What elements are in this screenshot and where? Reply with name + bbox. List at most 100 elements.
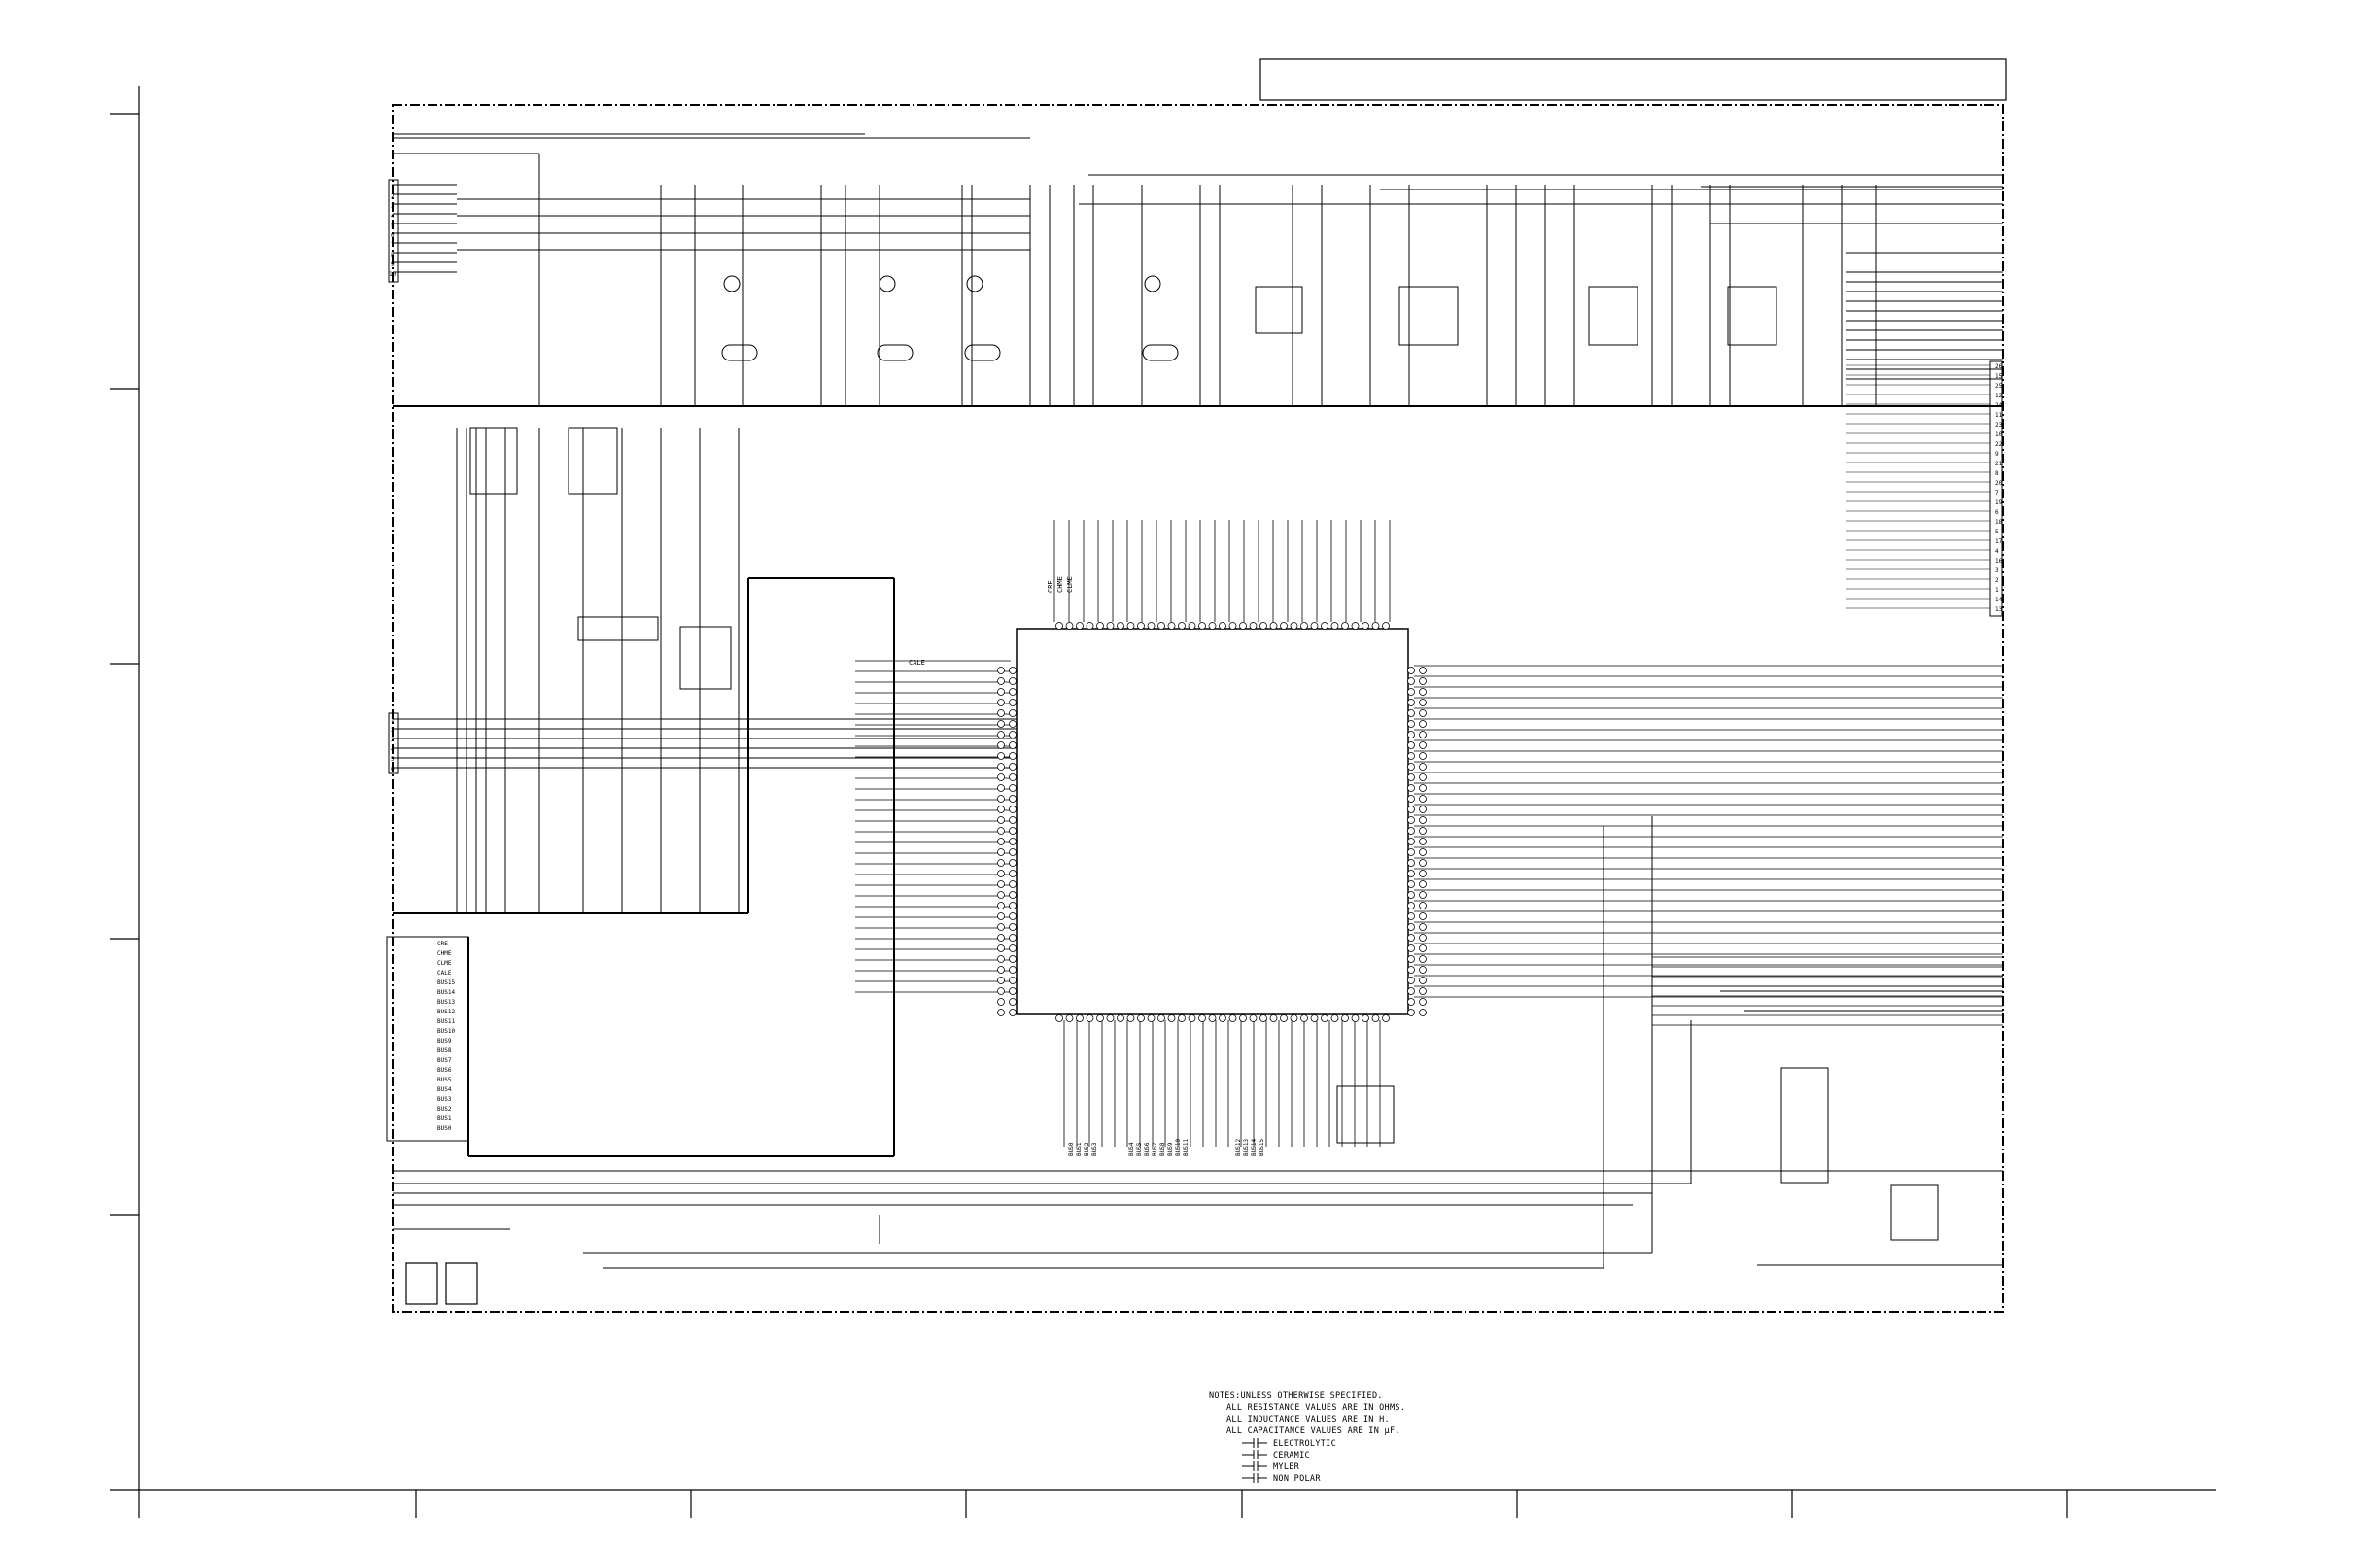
- ic-pin: [997, 677, 1005, 685]
- ic-pin: [1009, 806, 1017, 813]
- ic-pin: [1055, 1014, 1063, 1022]
- ic-pin: [997, 966, 1005, 974]
- ic-bus-label-8: BUS8: [1159, 1142, 1166, 1156]
- ic-pin: [997, 827, 1005, 835]
- ic-bus-label-9: BUS9: [1167, 1142, 1174, 1156]
- ic-pin: [1009, 731, 1017, 738]
- ic-pin: [1407, 934, 1415, 942]
- ic-bus-label-10: BUS10: [1175, 1139, 1182, 1156]
- bus-left-label-19: BUS0: [437, 1125, 452, 1132]
- bus-left-label-12: BUS7: [437, 1057, 452, 1064]
- ic-pin: [1188, 622, 1196, 630]
- ic-pin: [1341, 622, 1349, 630]
- ic-pin: [1407, 998, 1415, 1006]
- ic-pin: [1208, 622, 1217, 630]
- conn-right-pin-24: 14: [1995, 597, 2003, 603]
- ic-pin: [997, 667, 1005, 674]
- legend-myler: MYLER: [1273, 1462, 1300, 1472]
- wiring: [393, 133, 2003, 1269]
- conn-top-pin-1: 1: [391, 184, 395, 190]
- conn-right-pin-7: 10: [1995, 431, 2003, 438]
- ic-pin: [1407, 763, 1415, 771]
- conn-right-pin-12: 20: [1995, 480, 2003, 487]
- bus-connector-left: [386, 936, 469, 1142]
- ic-pin: [1137, 1014, 1145, 1022]
- ic-pin: [1009, 838, 1017, 845]
- legend-ceramic: CERAMIC: [1273, 1451, 1310, 1460]
- ic-pin: [1009, 891, 1017, 899]
- ic-pin: [1407, 827, 1415, 835]
- ic-pin: [1009, 752, 1017, 760]
- ic-bus-label-12: BUS12: [1235, 1139, 1242, 1156]
- ic-pin: [1341, 1014, 1349, 1022]
- conn-top-pin-2: 2: [391, 193, 395, 200]
- bus-left-label-5: BUS14: [437, 989, 455, 996]
- ic-pin: [1419, 977, 1427, 984]
- ic-pin: [1188, 1014, 1196, 1022]
- conn-mid-pin-1: 1: [391, 717, 395, 724]
- bus-connector-labels: CRE CHME CLME CALE BUS15 BUS14 BUS13 BUS…: [437, 941, 455, 1132]
- ic-bus-label-0: BUS0: [1068, 1142, 1075, 1156]
- ic-pin: [1147, 622, 1156, 630]
- ic-pin: [997, 859, 1005, 867]
- ic-pin: [1009, 902, 1017, 909]
- ic-bus-label-1: BUS1: [1076, 1142, 1083, 1156]
- ic-pin: [1407, 1009, 1415, 1016]
- ic-pin: [1407, 977, 1415, 984]
- ic-pin: [1407, 891, 1415, 899]
- ic-pin: [997, 880, 1005, 888]
- ic-pin: [1419, 795, 1427, 803]
- transistor-1: [879, 275, 896, 292]
- ic-bus-label-3: BUS3: [1091, 1142, 1098, 1156]
- ic-pin: [1419, 741, 1427, 749]
- ic-pin: [1419, 838, 1427, 845]
- ic-pin: [1419, 934, 1427, 942]
- ic-pin: [1419, 955, 1427, 963]
- conn-right-pin-19: 4: [1995, 548, 1999, 555]
- conn-mid-pin-2: 2: [391, 727, 395, 734]
- ic-pin: [1407, 709, 1415, 717]
- ic-pin: [1219, 1014, 1226, 1022]
- bus-left-label-11: BUS8: [437, 1047, 452, 1054]
- opto-coupler-0: [721, 344, 758, 361]
- notes-line-2: ALL INDUCTANCE VALUES ARE IN H.: [1226, 1415, 1390, 1424]
- ic-pin: [1096, 622, 1104, 630]
- notes-line-3: ALL CAPACITANCE VALUES ARE IN µF.: [1226, 1426, 1400, 1436]
- ic-pin: [1076, 622, 1084, 630]
- ic-pin: [1009, 944, 1017, 952]
- ic-pin: [997, 977, 1005, 984]
- bus-left-label-2: CLME: [437, 960, 452, 967]
- ic-pin: [1009, 966, 1017, 974]
- ic-pin: [1407, 741, 1415, 749]
- ic-pin: [1009, 741, 1017, 749]
- ic-pin: [1009, 688, 1017, 696]
- legend-non-polar: NON POLAR: [1273, 1474, 1321, 1484]
- conn-right-pin-1: 15: [1995, 373, 2003, 380]
- ic-pin: [1009, 955, 1017, 963]
- ic-pin: [1407, 720, 1415, 728]
- ic-pin: [1419, 891, 1427, 899]
- ic-pin: [1167, 1014, 1176, 1022]
- conn-right-pin-21: 3: [1995, 567, 1999, 574]
- ic-bus-label-2: BUS2: [1084, 1142, 1090, 1156]
- bus-left-label-7: BUS12: [437, 1009, 455, 1015]
- ic-pin: [997, 870, 1005, 877]
- components: [388, 179, 2003, 1241]
- ic-pin: [1239, 622, 1247, 630]
- ic-pin: [1407, 923, 1415, 931]
- conn-mid-pin-3: 3: [391, 737, 395, 743]
- ic-pin: [1290, 1014, 1298, 1022]
- ic-pin: [1419, 923, 1427, 931]
- conn-top-pin-8: 8: [391, 252, 395, 258]
- ic-pin: [1178, 622, 1186, 630]
- opto-coupler-1: [877, 344, 914, 361]
- ic-pin: [1009, 816, 1017, 824]
- ic-pin: [1009, 795, 1017, 803]
- ic-pin: [1300, 1014, 1308, 1022]
- resistor-array: [577, 616, 659, 641]
- ic-pin: [1009, 880, 1017, 888]
- ic-pin: [997, 731, 1005, 738]
- ic-pin: [997, 773, 1005, 781]
- bus-left-label-13: BUS6: [437, 1067, 452, 1074]
